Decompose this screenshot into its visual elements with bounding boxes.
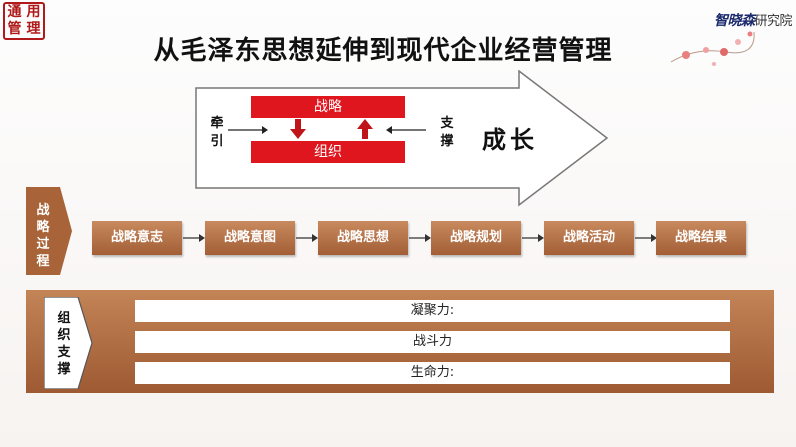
arrow-left-icon	[386, 126, 426, 134]
page-title: 从毛泽东思想延伸到现代企业经营管理	[153, 36, 613, 66]
arrow-right-icon	[635, 234, 657, 242]
blossom-decoration	[670, 31, 755, 66]
process-step: 战略规划	[431, 221, 521, 255]
combat-power-row: 战斗力	[135, 331, 730, 353]
support-label: 支 撑	[440, 116, 454, 149]
process-step: 战略活动	[544, 221, 634, 255]
growth-arrow-outline	[195, 70, 609, 207]
arrow-right-icon	[522, 234, 544, 242]
support-side-chevron	[44, 297, 93, 389]
arrow-up-icon	[357, 119, 373, 139]
logo-char: 用	[26, 4, 41, 20]
process-step: 战略意志	[92, 221, 182, 255]
logo: 通 用 管 理	[3, 2, 45, 40]
process-side-label: 战 略 过 程	[36, 203, 50, 269]
brand-name: 智晓森	[713, 13, 755, 29]
logo-char: 管	[7, 21, 22, 37]
organization-bar: 组织	[251, 141, 405, 163]
brand-suffix: 研究院	[754, 14, 792, 29]
process-side-chevron	[26, 187, 72, 275]
arrow-down-icon	[290, 119, 306, 139]
logo-char: 通	[7, 4, 22, 20]
process-step: 战略意图	[205, 221, 295, 255]
process-step: 战略结果	[656, 221, 746, 255]
growth-label: 成长	[482, 126, 538, 154]
strategy-bar: 战略	[251, 96, 405, 118]
support-side-label: 组 织 支 撑	[57, 311, 71, 377]
process-step: 战略思想	[318, 221, 408, 255]
arrow-right-icon	[183, 234, 205, 242]
brand-logo: 智晓森研究院	[713, 10, 793, 30]
vitality-row: 生命力:	[135, 362, 730, 384]
logo-char: 理	[26, 21, 41, 37]
pull-label: 牵 引	[210, 116, 224, 149]
arrow-right-icon	[296, 234, 318, 242]
cohesion-row: 凝聚力:	[135, 300, 730, 322]
arrow-right-icon	[409, 234, 431, 242]
arrow-right-icon	[228, 126, 268, 134]
